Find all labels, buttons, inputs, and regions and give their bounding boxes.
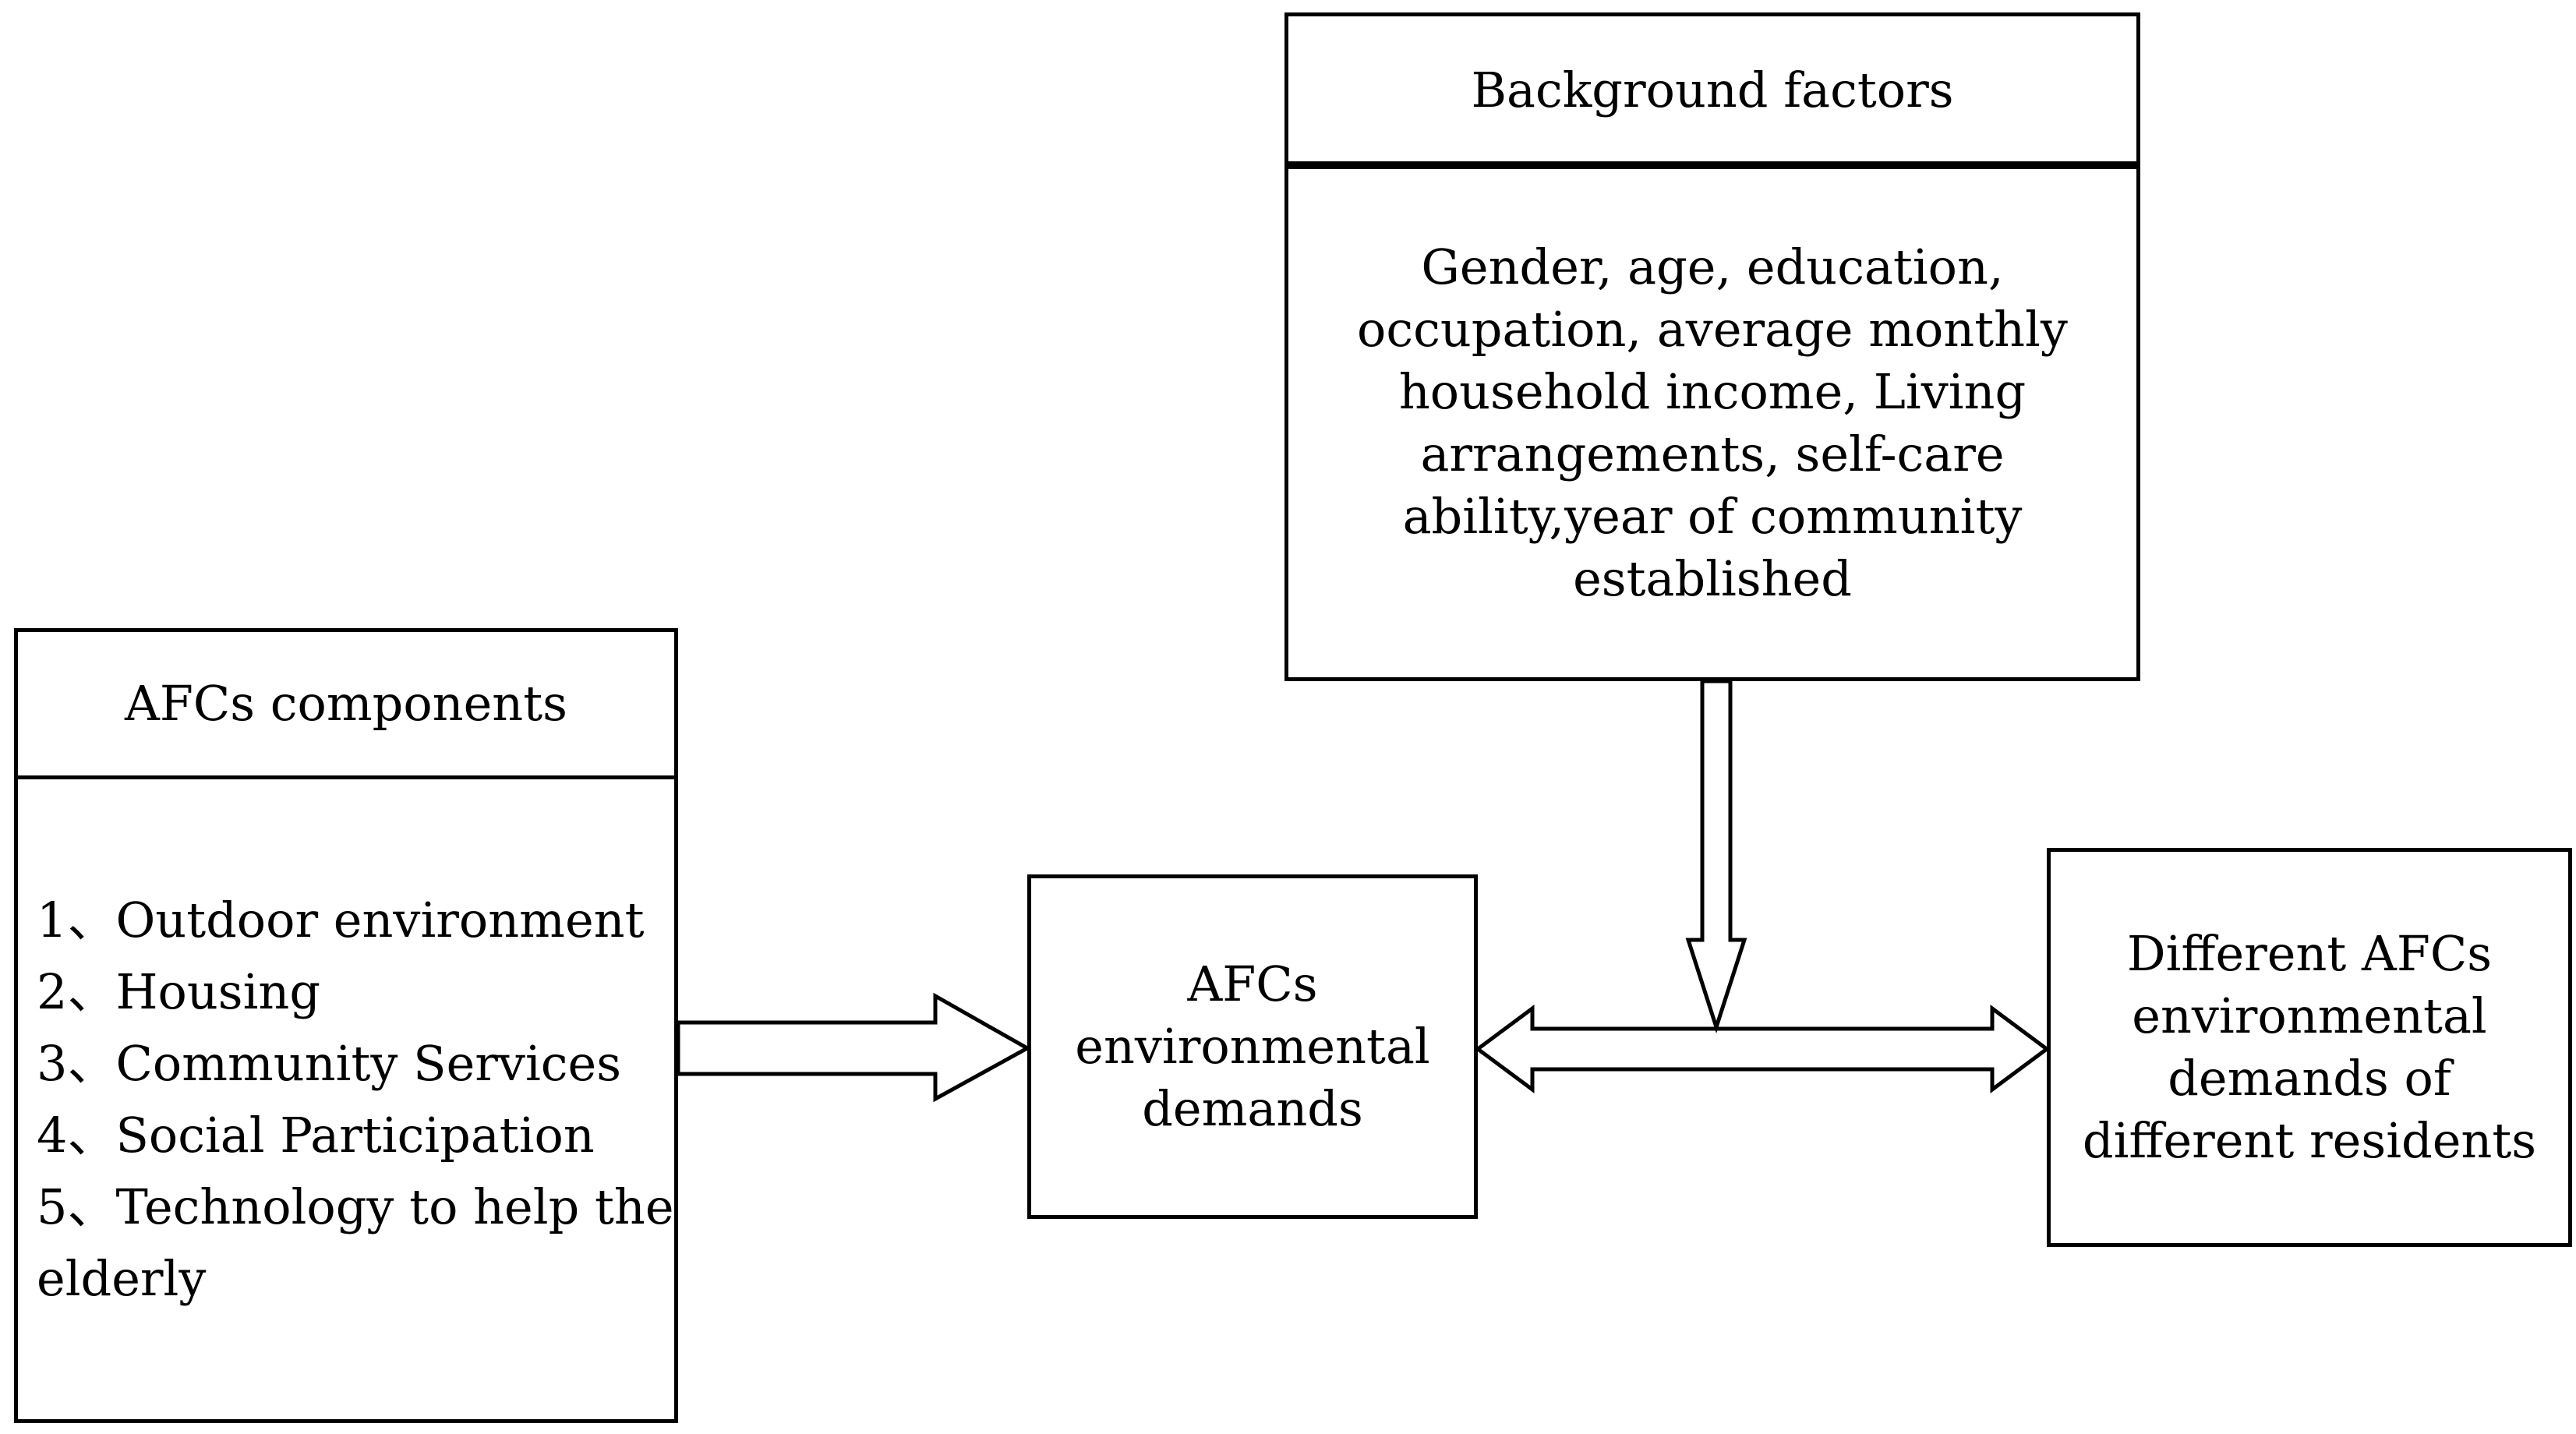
result-line: demands of xyxy=(2168,1050,2451,1107)
different-demands-box: Different AFCs environmental demands of … xyxy=(2047,848,2572,1247)
different-demands-label: Different AFCs environmental demands of … xyxy=(2051,852,2568,1243)
demands-line: demands xyxy=(1142,1080,1363,1137)
result-line: environmental xyxy=(2132,987,2487,1044)
component-item: 4、Social Participation xyxy=(37,1106,595,1164)
background-factor-line: occupation, average monthly xyxy=(1357,301,2068,358)
arrow-background-down xyxy=(1685,679,1747,1034)
component-item: elderly xyxy=(37,1249,207,1307)
afcs-demands-box: AFCs environmental demands xyxy=(1027,874,1478,1219)
background-factor-line: arrangements, self-care xyxy=(1420,426,2005,482)
afcs-components-title: AFCs components xyxy=(125,674,567,732)
component-item: 1、Outdoor environment xyxy=(37,891,645,948)
background-factor-line: Gender, age, education, xyxy=(1421,238,2004,295)
demands-line: environmental xyxy=(1075,1018,1430,1075)
afcs-components-box: AFCs components 1、Outdoor environment 2、… xyxy=(14,628,678,1423)
afcs-components-divider xyxy=(18,775,674,779)
background-factor-line: household income, Living xyxy=(1398,363,2027,420)
afcs-components-list: 1、Outdoor environment 2、Housing 3、Commun… xyxy=(18,779,674,1419)
background-factors-content: Gender, age, education, occupation, aver… xyxy=(1288,169,2136,677)
result-line: different residents xyxy=(2082,1112,2537,1169)
component-item: 5、Technology to help the xyxy=(37,1178,674,1235)
background-factor-line: ability,year of community xyxy=(1402,488,2023,545)
component-item: 3、Community Services xyxy=(37,1034,622,1092)
arrow-components-to-demands xyxy=(676,992,1032,1103)
background-factor-line: established xyxy=(1573,550,1852,607)
component-item: 2、Housing xyxy=(37,962,321,1020)
demands-line: AFCs xyxy=(1187,955,1318,1012)
result-line: Different AFCs xyxy=(2126,925,2493,982)
background-factors-title: Background factors xyxy=(1471,61,1954,118)
arrow-demands-bidirectional xyxy=(1474,1005,2051,1093)
background-factors-divider xyxy=(1288,161,2136,169)
background-factors-box: Background factors Gender, age, educatio… xyxy=(1284,12,2140,681)
afcs-demands-label: AFCs environmental demands xyxy=(1031,878,1474,1215)
